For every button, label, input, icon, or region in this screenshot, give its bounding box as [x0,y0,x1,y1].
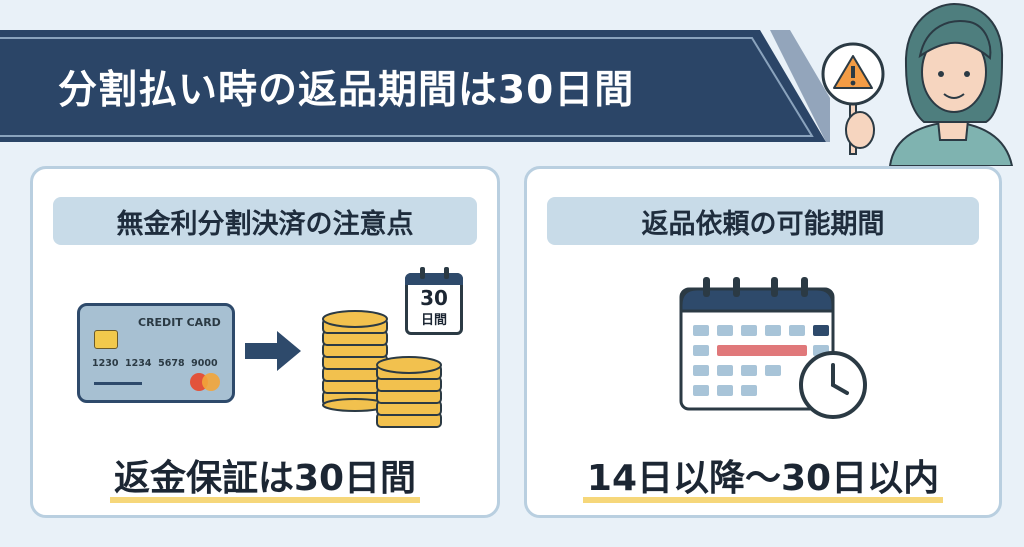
card-stripe [94,382,142,385]
left-panel-footer: 返金保証は30日間 [33,449,497,503]
small-calendar-icon: 30 日間 [405,267,463,335]
calendar-unit: 日間 [420,313,447,328]
right-panel-heading: 返品依頼の可能期間 [547,197,979,245]
card-logo [190,373,224,391]
right-footer-text: 14日以降〜30日以内 [582,449,944,503]
credit-card-icon: CREDIT CARD 1230 1234 5678 9000 [77,303,235,403]
calendar-number: 30 [420,286,448,310]
title-banner [0,30,830,142]
right-panel-footer: 14日以降〜30日以内 [527,449,999,503]
right-panel: 返品依頼の可能期間 14日以降〜30日以内 [524,166,1002,518]
left-panel-heading: 無金利分割決済の注意点 [53,197,477,245]
arrow-right-icon [245,331,301,371]
left-footer-text: 返金保証は30日間 [109,449,421,503]
page-title: 分割払い時の返品期間は30日間 [58,68,635,113]
clock-icon [799,351,867,419]
warning-icon [833,55,873,89]
coin-stack-icon [322,310,442,428]
card-number: 1230 1234 5678 9000 [92,358,218,369]
left-panel: 無金利分割決済の注意点 CREDIT CARD 1230 1234 5678 9… [30,166,500,518]
card-chip [94,330,118,349]
card-label: CREDIT CARD [138,316,221,329]
presenter-illustration [821,2,1014,166]
calendar-icon [679,277,867,419]
